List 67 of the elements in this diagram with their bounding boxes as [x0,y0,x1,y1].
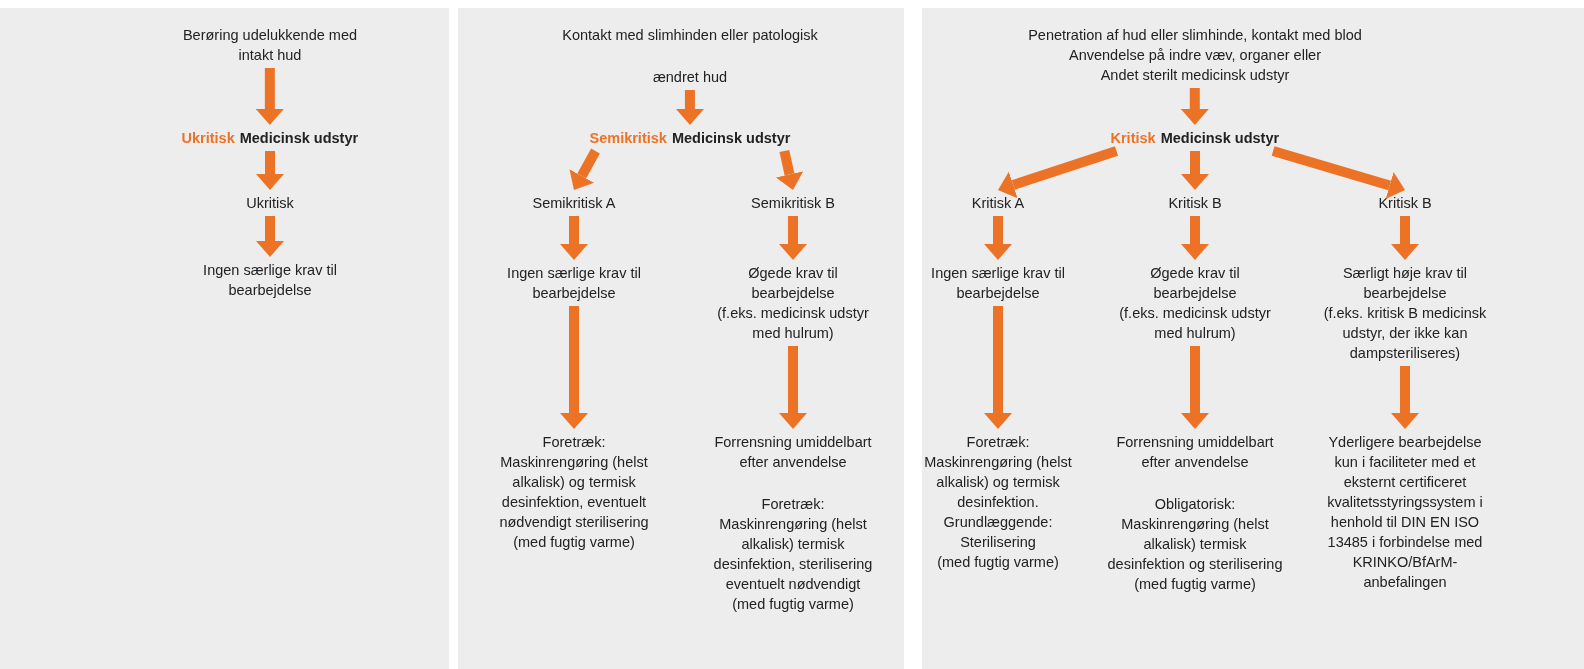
requirement-text: Ingen særlige krav til bearbejdelse [484,263,664,303]
procedure-text: Maskinrengøring (helst alkalisk) og termisk desinfektion, eventuelt nødvendigt sterilisering [498,453,650,532]
procedure-text: Grundlæggende: [942,513,1054,532]
procedure-text: Foretræk: [965,433,1031,452]
procedure-text: Obligatorisk: [1153,495,1237,514]
procedure-text: (med fugtig varme) [1133,575,1257,594]
category-label: Kritisk A [938,193,1058,213]
situation-text: ændret hud [651,68,729,87]
procedure-text: Forrensning umiddelbart efter anvendelse [713,433,873,472]
procedure-text: Maskinrengøring (helst alkalisk) og termisk desinfektion. [923,453,1073,512]
arrow [775,149,804,190]
heading-text: Medicinsk udstyr [1160,130,1280,146]
procedure-text: Foretræk: [760,495,826,514]
heading-text: Medicinsk udstyr [671,130,791,146]
procedure-text: Maskinrengøring (helst alkalisk) termisk desinfektion og sterilisering [1106,515,1284,574]
arrow [675,90,704,125]
class-label: Ukritisk [181,130,235,146]
arrow [1181,346,1209,429]
arrow [1271,146,1405,199]
category-label: Semikritisk B [718,193,868,213]
arrow [779,216,807,260]
category-label: Kritisk B [1135,193,1255,213]
arrow [569,148,600,190]
arrow [1391,366,1419,429]
requirement-text: (f.eks. medicinsk udstyr med hulrum) [716,304,870,343]
arrow [1180,88,1209,125]
procedure-text: Sterilisering [959,533,1037,552]
category-label: Ukritisk [190,193,350,213]
category-label: Semikritisk A [499,193,649,213]
situation-text: Penetration af hud eller slimhinde, kontakt med blod [1027,26,1363,45]
arrow [984,216,1012,260]
situation-text: Kontakt med slimhinden eller patologisk [561,26,819,45]
requirement-text: Ingen særlige krav til bearbejdelse [180,260,360,300]
situation-text: Andet sterilt medicinsk udstyr [1099,66,1291,85]
panel-background [922,8,1584,669]
requirement-text: Særligt høje krav til bearbejdelse [1341,264,1469,303]
procedure-text: (med fugtig varme) [512,533,636,552]
requirement-text: (f.eks. kritisk B medicinsk udstyr, der ikke kan dampsteriliseres) [1322,304,1488,363]
category-label: Kritisk B [1345,193,1465,213]
procedure-text: Forrensning umiddelbart efter anvendelse [1115,433,1275,472]
procedure-text: Yderligere bearbejdelse kun i faciliteter med et eksternt certificeret kvalitetsstyringssystem i henhold til DIN EN ISO 13485 i forbindelse med KRINKO/BfArM-anbefalingen [1317,432,1493,592]
arrow [256,151,284,190]
arrow [1391,216,1419,260]
arrow [560,216,588,260]
arrow [256,216,284,257]
arrow [984,306,1012,429]
arrow [255,68,284,125]
arrow [779,346,807,429]
arrow [560,306,588,429]
panel-background [458,8,904,669]
requirement-text: (f.eks. medicinsk udstyr med hulrum) [1118,304,1272,343]
procedure-text: (med fugtig varme) [731,595,855,614]
procedure-text: (med fugtig varme) [936,553,1060,572]
procedure-text: Maskinrengøring (helst alkalisk) termisk desinfektion, sterilisering eventuelt nødvendigt [712,515,874,594]
requirement-text: Øgede krav til bearbejdelse [747,264,839,303]
situation-text: Berøring udelukkende med intakt hud [170,25,370,65]
panel-background [0,8,449,669]
arrow [1181,216,1209,260]
heading-text: Medicinsk udstyr [239,130,359,146]
requirement-text: Ingen særlige krav til bearbejdelse [908,263,1088,303]
class-label: Semikritisk [589,130,667,146]
class-label: Kritisk [1110,130,1156,146]
procedure-text: Foretræk: [541,433,607,452]
arrow [1181,151,1209,190]
situation-text: Anvendelse på indre væv, organer eller [1068,46,1322,65]
arrow [998,146,1119,199]
requirement-text: Øgede krav til bearbejdelse [1149,264,1241,303]
